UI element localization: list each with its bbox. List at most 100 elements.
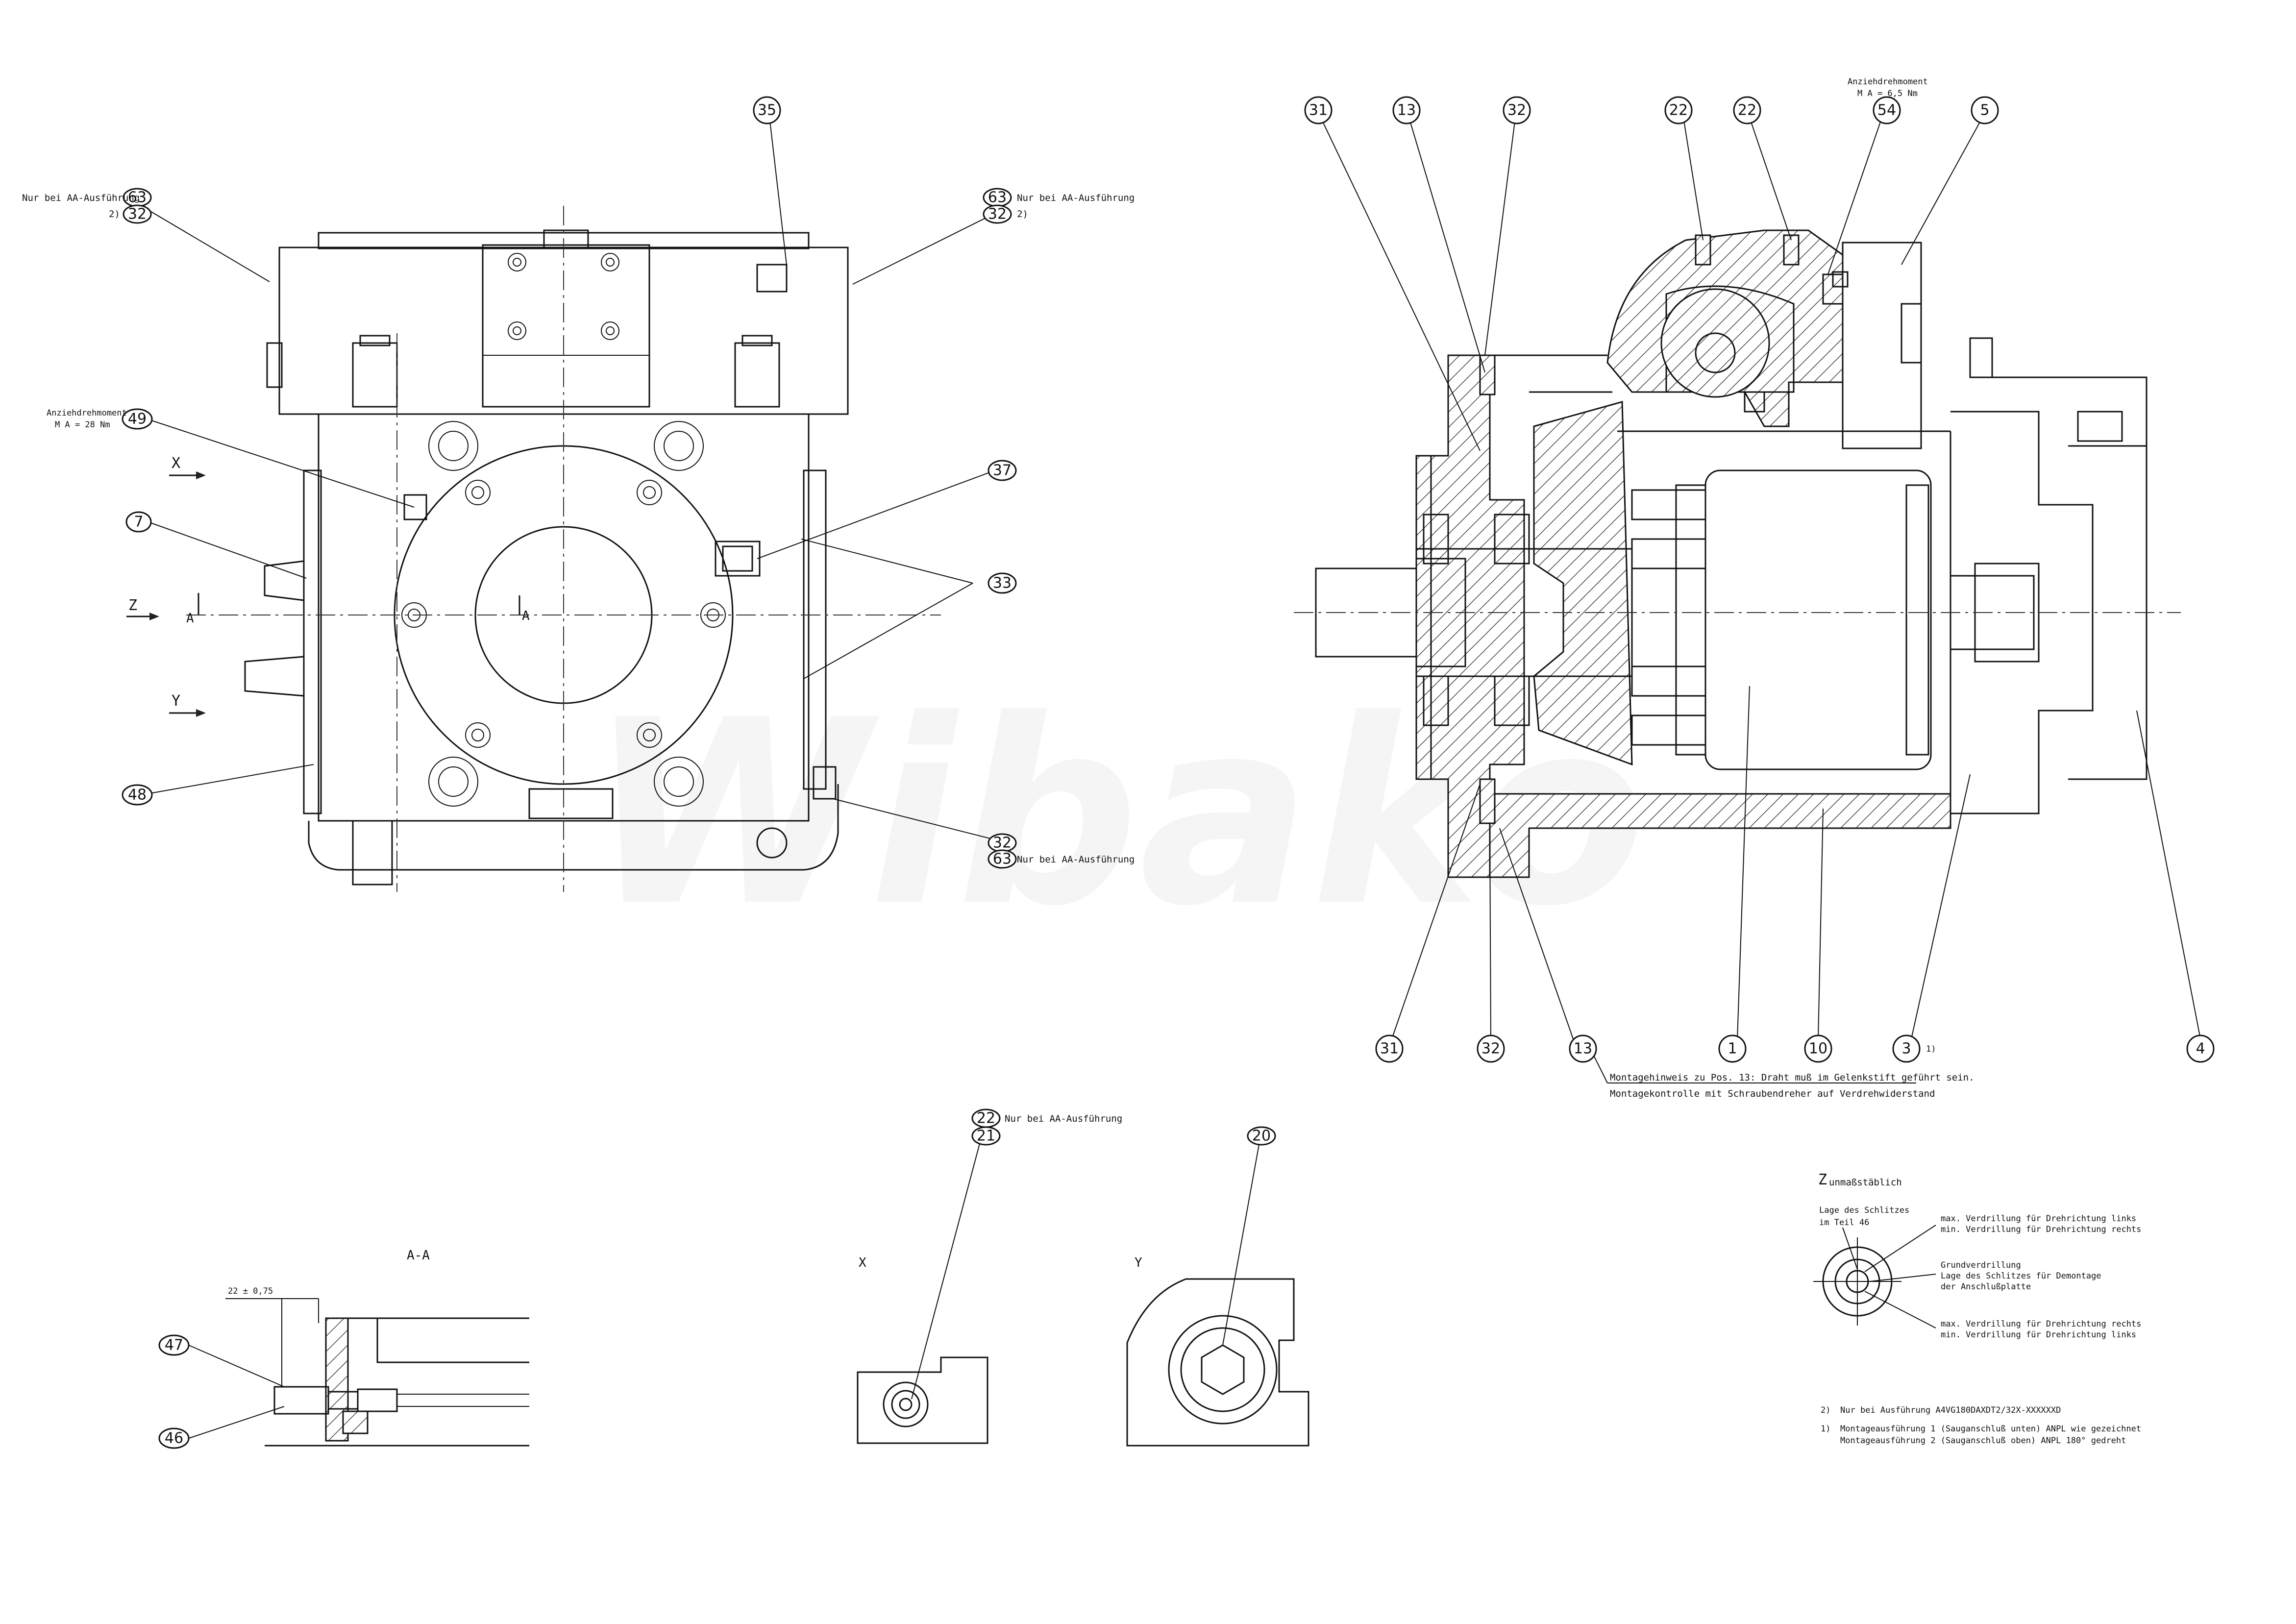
- front-view: [186, 206, 941, 892]
- svg-text:31: 31: [1309, 102, 1328, 119]
- section-a-center: A: [522, 609, 530, 623]
- svg-text:13: 13: [1397, 102, 1416, 119]
- callout-47: 47: [158, 1334, 190, 1356]
- callout-22a-top: 22: [1664, 96, 1693, 124]
- callout-31-top: 31: [1304, 96, 1333, 124]
- section-aa: A-A 22 ± 0,75 47 46: [158, 1248, 529, 1449]
- section-aa-dimension: 22 ± 0,75: [228, 1286, 273, 1296]
- detail-z-slot-1: Lage des Schlitzes: [1819, 1206, 1909, 1215]
- callout-13-bottom: 13: [1569, 1034, 1597, 1063]
- view-y: Y 20: [1126, 1126, 1309, 1447]
- flange-bolts: [401, 480, 726, 748]
- svg-text:20: 20: [1252, 1128, 1271, 1145]
- callout-31-bottom: 31: [1375, 1034, 1404, 1063]
- svg-text:37: 37: [993, 462, 1012, 479]
- callout-54-top: 54: [1873, 96, 1901, 124]
- footnote-2-top-left: 2): [109, 209, 120, 220]
- svg-text:1: 1: [1728, 1040, 1737, 1058]
- detail-z-twist-top-2: min. Verdrillung für Drehrichtung rechts: [1941, 1225, 2141, 1234]
- svg-text:32: 32: [993, 835, 1012, 852]
- callout-5-top: 5: [1971, 96, 1999, 124]
- pistons: [1631, 484, 1706, 756]
- svg-text:7: 7: [134, 514, 143, 531]
- footnote-2-mark: 2): [1821, 1405, 1830, 1415]
- callout-63-bottom-right: 63: [988, 849, 1017, 869]
- torque-value-left: M A = 28 Nm: [55, 420, 110, 430]
- svg-text:33: 33: [993, 575, 1012, 592]
- svg-text:54: 54: [1877, 102, 1896, 119]
- detail-z-slot-2: im Teil 46: [1819, 1218, 1869, 1228]
- svg-text:32: 32: [988, 206, 1007, 223]
- detail-z-title: Z: [1818, 1171, 1827, 1188]
- view-markers: X Z Y A A: [126, 455, 530, 717]
- footnote-2-text: Nur bei Ausführung A4VG180DAXDT2/32X-XXX…: [1840, 1405, 2061, 1415]
- assembly-note-2: Montagekontrolle mit Schraubendreher auf…: [1610, 1088, 1935, 1099]
- callout-20-y: 20: [1247, 1126, 1276, 1146]
- callout-49: 49: [122, 408, 153, 430]
- callout-37: 37: [988, 460, 1017, 481]
- note-aa-only-top-right: Nur bei AA-Ausführung: [1017, 193, 1135, 203]
- svg-text:47: 47: [165, 1337, 183, 1354]
- callout-10-bottom: 10: [1804, 1034, 1832, 1063]
- svg-text:22: 22: [977, 1110, 995, 1127]
- left-callouts: 35 63 32 63 32 49 7 37 33 48 32 63: [122, 96, 1017, 869]
- left-leaders: [147, 116, 1003, 841]
- svg-text:10: 10: [1809, 1040, 1827, 1058]
- svg-text:35: 35: [758, 102, 776, 119]
- footnote-1-text-2: Montageausführung 2 (Sauganschluß oben) …: [1840, 1436, 2126, 1446]
- right-leaders: [1320, 117, 2201, 1083]
- view-x-mark: X: [172, 455, 180, 472]
- detail-z-twist-bot-1: max. Verdrillung für Drehrichtung rechts: [1941, 1319, 2141, 1329]
- footnote-1-mark: 1): [1926, 1044, 1936, 1054]
- corner-bolts: [428, 421, 704, 807]
- callout-48: 48: [122, 784, 153, 806]
- detail-z-twist-top-1: max. Verdrillung für Drehrichtung links: [1941, 1214, 2136, 1224]
- view-y-mark: Y: [172, 692, 180, 710]
- callout-1-bottom: 1: [1718, 1034, 1747, 1063]
- callout-3-bottom: 3: [1892, 1034, 1921, 1063]
- section-aa-title: A-A: [407, 1248, 430, 1263]
- view-x: X 22 21 Nur bei AA-Ausführung: [857, 1108, 1122, 1444]
- svg-text:5: 5: [1980, 102, 1989, 119]
- svg-text:22: 22: [1669, 102, 1688, 119]
- view-y-title: Y: [1135, 1255, 1142, 1270]
- assembly-note-1: Montagehinweis zu Pos. 13: Draht muß im …: [1610, 1072, 1975, 1083]
- left-notes: Nur bei AA-Ausführung 2) Nur bei AA-Ausf…: [22, 193, 1135, 865]
- svg-text:13: 13: [1574, 1040, 1592, 1058]
- detail-z-scale: unmaßstäblich: [1829, 1177, 1902, 1188]
- callout-33: 33: [988, 572, 1017, 594]
- detail-z-basic-2: Lage des Schlitzes für Demontage: [1941, 1271, 2101, 1281]
- svg-text:31: 31: [1380, 1040, 1399, 1058]
- callout-7: 7: [125, 511, 152, 533]
- torque-label-right: Anziehdrehmoment: [1848, 77, 1928, 87]
- right-callouts-top: 31 13 32 22 22 54 5: [1304, 96, 1999, 124]
- svg-text:22: 22: [1738, 102, 1756, 119]
- section-a-left: A: [186, 611, 194, 626]
- svg-text:48: 48: [128, 787, 147, 804]
- svg-text:46: 46: [165, 1430, 183, 1447]
- torque-value-right: M A = 6,5 Nm: [1857, 89, 1918, 98]
- footnote-1-text-1: Montageausführung 1 (Sauganschluß unten)…: [1840, 1424, 2141, 1434]
- svg-text:63: 63: [128, 189, 147, 206]
- detail-z-basic-1: Grundverdrillung: [1941, 1260, 2021, 1270]
- callout-22-x: 22: [971, 1108, 1001, 1128]
- svg-text:3: 3: [1901, 1040, 1911, 1058]
- callout-32-top-right: 32: [983, 204, 1012, 224]
- callout-21-x: 21: [971, 1126, 1001, 1146]
- svg-text:4: 4: [2196, 1040, 2205, 1058]
- footnotes: 2) Nur bei Ausführung A4VG180DAXDT2/32X-…: [1821, 1405, 2141, 1446]
- svg-text:21: 21: [977, 1128, 995, 1145]
- callout-32-bottom: 32: [1477, 1034, 1505, 1063]
- torque-label-left: Anziehdrehmoment: [47, 408, 127, 418]
- note-aa-only-bottom-right: Nur bei AA-Ausführung: [1017, 854, 1135, 865]
- svg-text:32: 32: [1507, 102, 1526, 119]
- detail-z-basic-3: der Anschlußplatte: [1941, 1282, 2031, 1292]
- section-view: [1294, 229, 2181, 878]
- footnote-2-top-right: 2): [1017, 209, 1028, 220]
- view-x-note: Nur bei AA-Ausführung: [1005, 1113, 1122, 1124]
- view-z-mark: Z: [128, 597, 137, 614]
- callout-63-top-right: 63: [983, 188, 1012, 207]
- detail-z: Z unmaßstäblich Lage des Schlitzes im Te…: [1813, 1171, 2141, 1340]
- svg-text:49: 49: [128, 411, 147, 428]
